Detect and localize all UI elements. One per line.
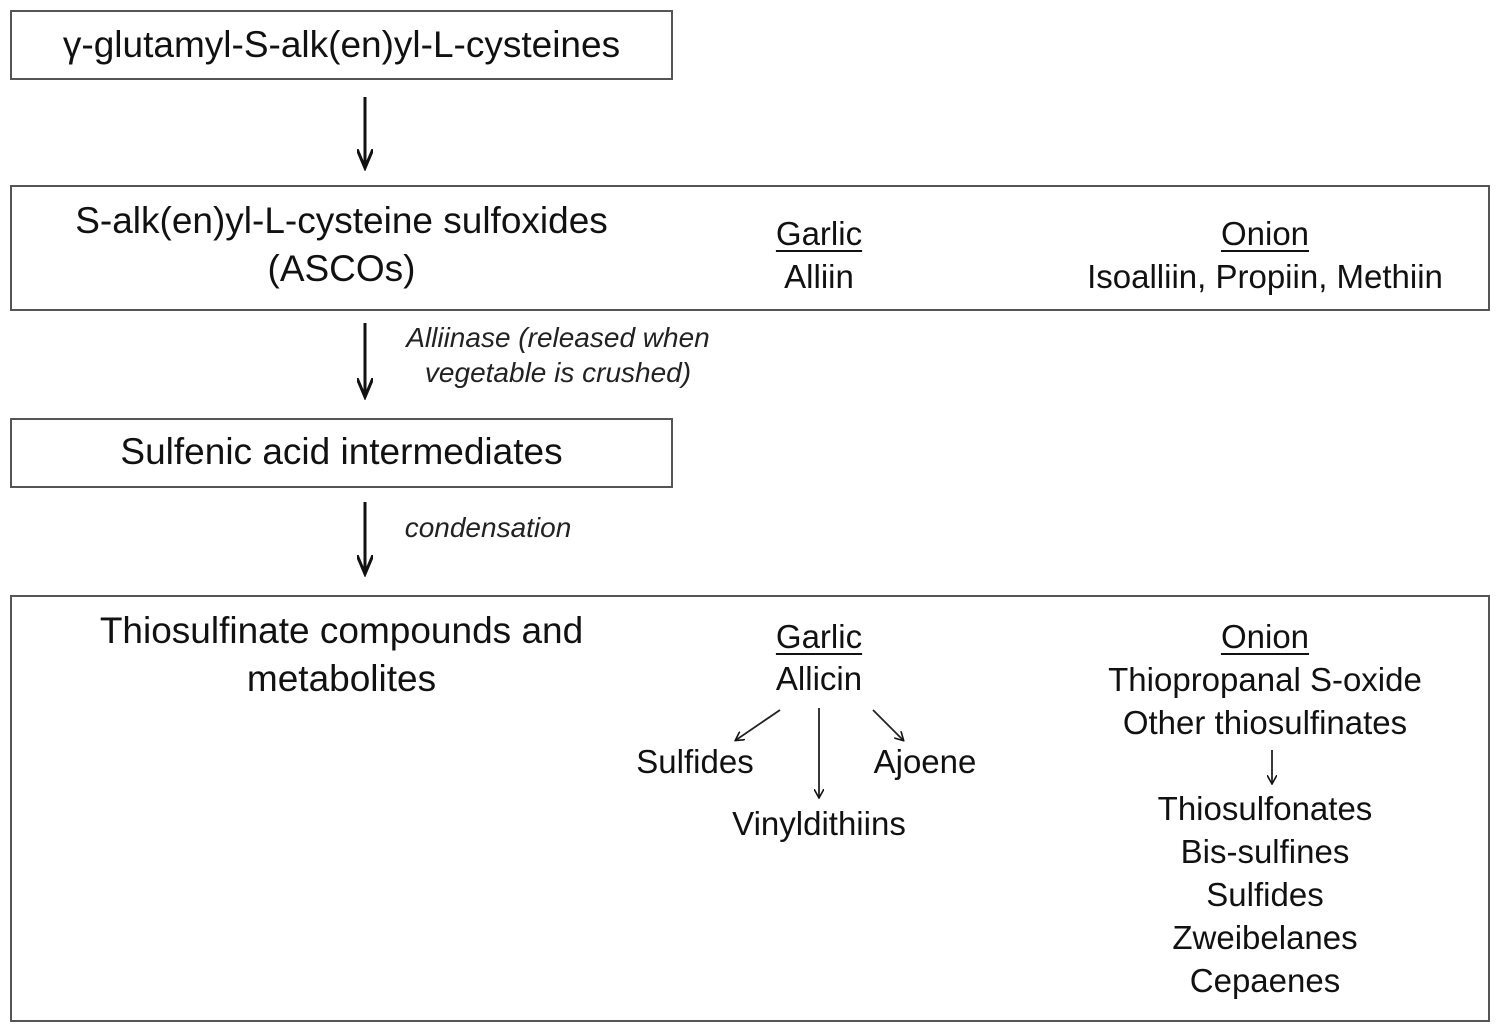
step3-label: Sulfenic acid intermediates (120, 431, 563, 472)
step4-garlic-heading: Garlic (775, 618, 863, 655)
onion-product: Sulfides (1206, 876, 1324, 913)
step2-garlic-items: Alliin (784, 258, 854, 295)
step2-box (10, 185, 1490, 311)
step1-box (10, 10, 673, 80)
onion-source: Other thiosulfinates (1122, 704, 1408, 741)
arrow-allicin-to-sulfides (736, 709, 781, 740)
step4-label-line2: metabolites (246, 658, 437, 699)
step4-label-line1: Thiosulfinate compounds and (99, 610, 584, 651)
step4-garlic-source: Allicin (775, 660, 863, 697)
step2-label-line2: (ASCOs) (267, 248, 416, 289)
step2-onion-heading: Onion (1220, 215, 1310, 252)
step4-box (10, 595, 1490, 1022)
step2-onion-items: Isoalliin, Propiin, Methiin (1087, 258, 1443, 295)
step2-garlic-heading: Garlic (775, 215, 863, 252)
condensation-label: condensation (404, 512, 572, 543)
step4-onion-heading: Onion (1220, 618, 1310, 655)
garlic-product-sulfides: Sulfides (636, 743, 754, 780)
onion-product: Cepaenes (1189, 962, 1341, 999)
garlic-product-ajoene: Ajoene (873, 743, 977, 780)
onion-product: Thiosulfonates (1157, 790, 1373, 827)
step2-label-line1: S-alk(en)yl-L-cysteine sulfoxides (75, 200, 608, 241)
alliinase-label-line1: Alliinase (released when (406, 322, 710, 353)
onion-product: Bis-sulfines (1180, 833, 1350, 870)
step1-label: γ-glutamyl-S-alk(en)yl-L-cysteines (62, 24, 621, 65)
arrow-allicin-to-ajoene (872, 709, 903, 740)
onion-source: Thiopropanal S-oxide (1108, 661, 1422, 698)
step3-box (10, 418, 673, 488)
alliinase-label-line2: vegetable is crushed) (424, 357, 692, 388)
garlic-product-vinyldithiins: Vinyldithiins (732, 805, 906, 842)
onion-product: Zweibelanes (1172, 919, 1358, 956)
